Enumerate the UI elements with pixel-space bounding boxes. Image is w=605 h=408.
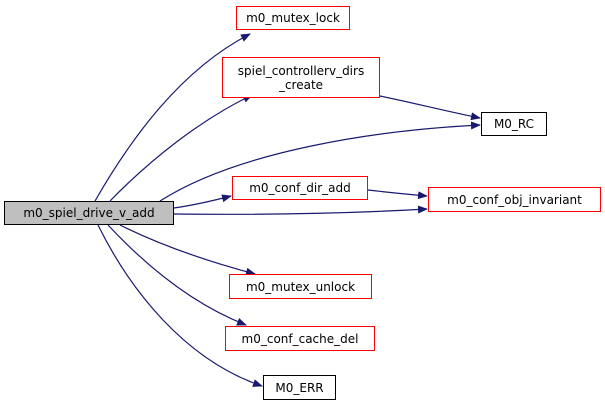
edge-root-to-dir_add — [173, 194, 232, 209]
node-label: M0_RC — [493, 117, 535, 131]
node-m0-rc[interactable]: M0_RC — [481, 112, 547, 136]
node-m0-mutex-lock[interactable]: m0_mutex_lock — [236, 6, 350, 30]
node-m0-mutex-unlock[interactable]: m0_mutex_unlock — [229, 274, 372, 299]
edge-root-to-err — [97, 224, 263, 387]
node-spiel-controllerv-dirs-create[interactable]: spiel_controllerv_dirs _create — [222, 57, 380, 98]
node-m0-spiel-drive-v-add[interactable]: m0_spiel_drive_v_add — [4, 201, 174, 225]
node-m0-err[interactable]: M0_ERR — [263, 375, 336, 400]
edge-root-to-cache_del — [107, 224, 247, 326]
edge-root-to-mutex_unlock — [119, 224, 256, 276]
node-m0-conf-dir-add[interactable]: m0_conf_dir_add — [232, 176, 368, 200]
node-label: m0_conf_obj_invariant — [447, 192, 582, 207]
edge-dirs_create-to-rc — [379, 95, 481, 121]
node-label: m0_conf_cache_del — [241, 331, 359, 346]
node-label: m0_spiel_drive_v_add — [23, 206, 155, 220]
node-m0-conf-obj-invariant[interactable]: m0_conf_obj_invariant — [428, 187, 601, 212]
node-label: m0_mutex_unlock — [245, 279, 356, 294]
node-m0-conf-cache-del[interactable]: m0_conf_cache_del — [225, 326, 375, 351]
node-label: m0_conf_dir_add — [249, 181, 351, 195]
node-label: spiel_controllerv_dirs _create — [237, 63, 365, 92]
edge-root-to-dirs_create — [109, 94, 253, 202]
edge-root-to-rc — [159, 121, 481, 202]
edge-root-to-obj_invariant — [173, 205, 428, 215]
node-label: M0_ERR — [275, 380, 324, 395]
edge-root-to-mutex_lock — [94, 33, 251, 202]
edge-dir_add-to-obj_invariant — [367, 189, 428, 200]
node-label: m0_mutex_lock — [246, 11, 340, 25]
